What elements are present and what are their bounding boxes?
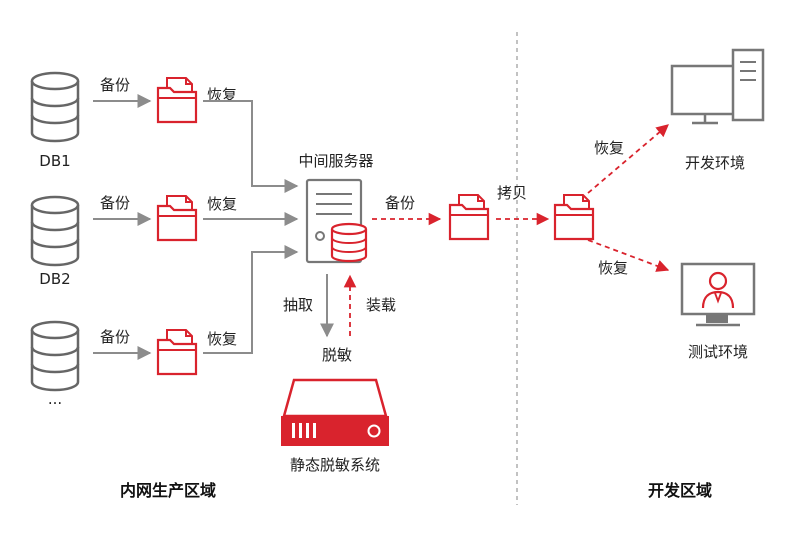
- backup-label: 备份: [100, 194, 130, 212]
- db-more-label: ...: [48, 390, 62, 408]
- database-icon: [30, 195, 80, 267]
- backup-label: 备份: [385, 194, 415, 212]
- middle-server-label: 中间服务器: [298, 152, 373, 170]
- restore-connector: [203, 245, 299, 354]
- load-label: 装载: [366, 296, 396, 314]
- extract-label: 抽取: [283, 296, 313, 314]
- folder-document-icon: [156, 194, 198, 242]
- monitor-user-icon: [680, 262, 756, 327]
- db1-label: DB1: [39, 152, 70, 170]
- zone-internal-label: 内网生产区域: [120, 481, 216, 500]
- backup-label: 备份: [100, 328, 130, 346]
- copy-label: 拷贝: [497, 184, 527, 202]
- db2-label: DB2: [39, 270, 70, 288]
- database-icon: [330, 222, 368, 263]
- folder-document-icon: [448, 193, 490, 241]
- folder-document-icon: [156, 76, 198, 124]
- folder-document-icon: [553, 193, 595, 241]
- desensitize-label: 脱敏: [322, 346, 352, 364]
- desktop-computer-icon: [670, 48, 765, 125]
- dev-env-label: 开发环境: [685, 154, 745, 172]
- restore-label: 恢复: [207, 195, 237, 213]
- backup-label: 备份: [100, 76, 130, 94]
- restore-arrow: [587, 124, 669, 194]
- database-icon: [30, 320, 80, 392]
- static-system-label: 静态脱敏系统: [290, 456, 380, 474]
- database-icon: [30, 71, 80, 143]
- restore-label: 恢复: [207, 330, 237, 348]
- folder-document-icon: [156, 328, 198, 376]
- restore-connector: [203, 100, 299, 193]
- test-env-label: 测试环境: [688, 343, 748, 361]
- hardware-appliance-icon: [281, 378, 389, 446]
- restore-label: 恢复: [594, 139, 624, 157]
- restore-label: 恢复: [598, 259, 628, 277]
- zone-dev-label: 开发区域: [648, 481, 712, 500]
- restore-label: 恢复: [207, 86, 237, 104]
